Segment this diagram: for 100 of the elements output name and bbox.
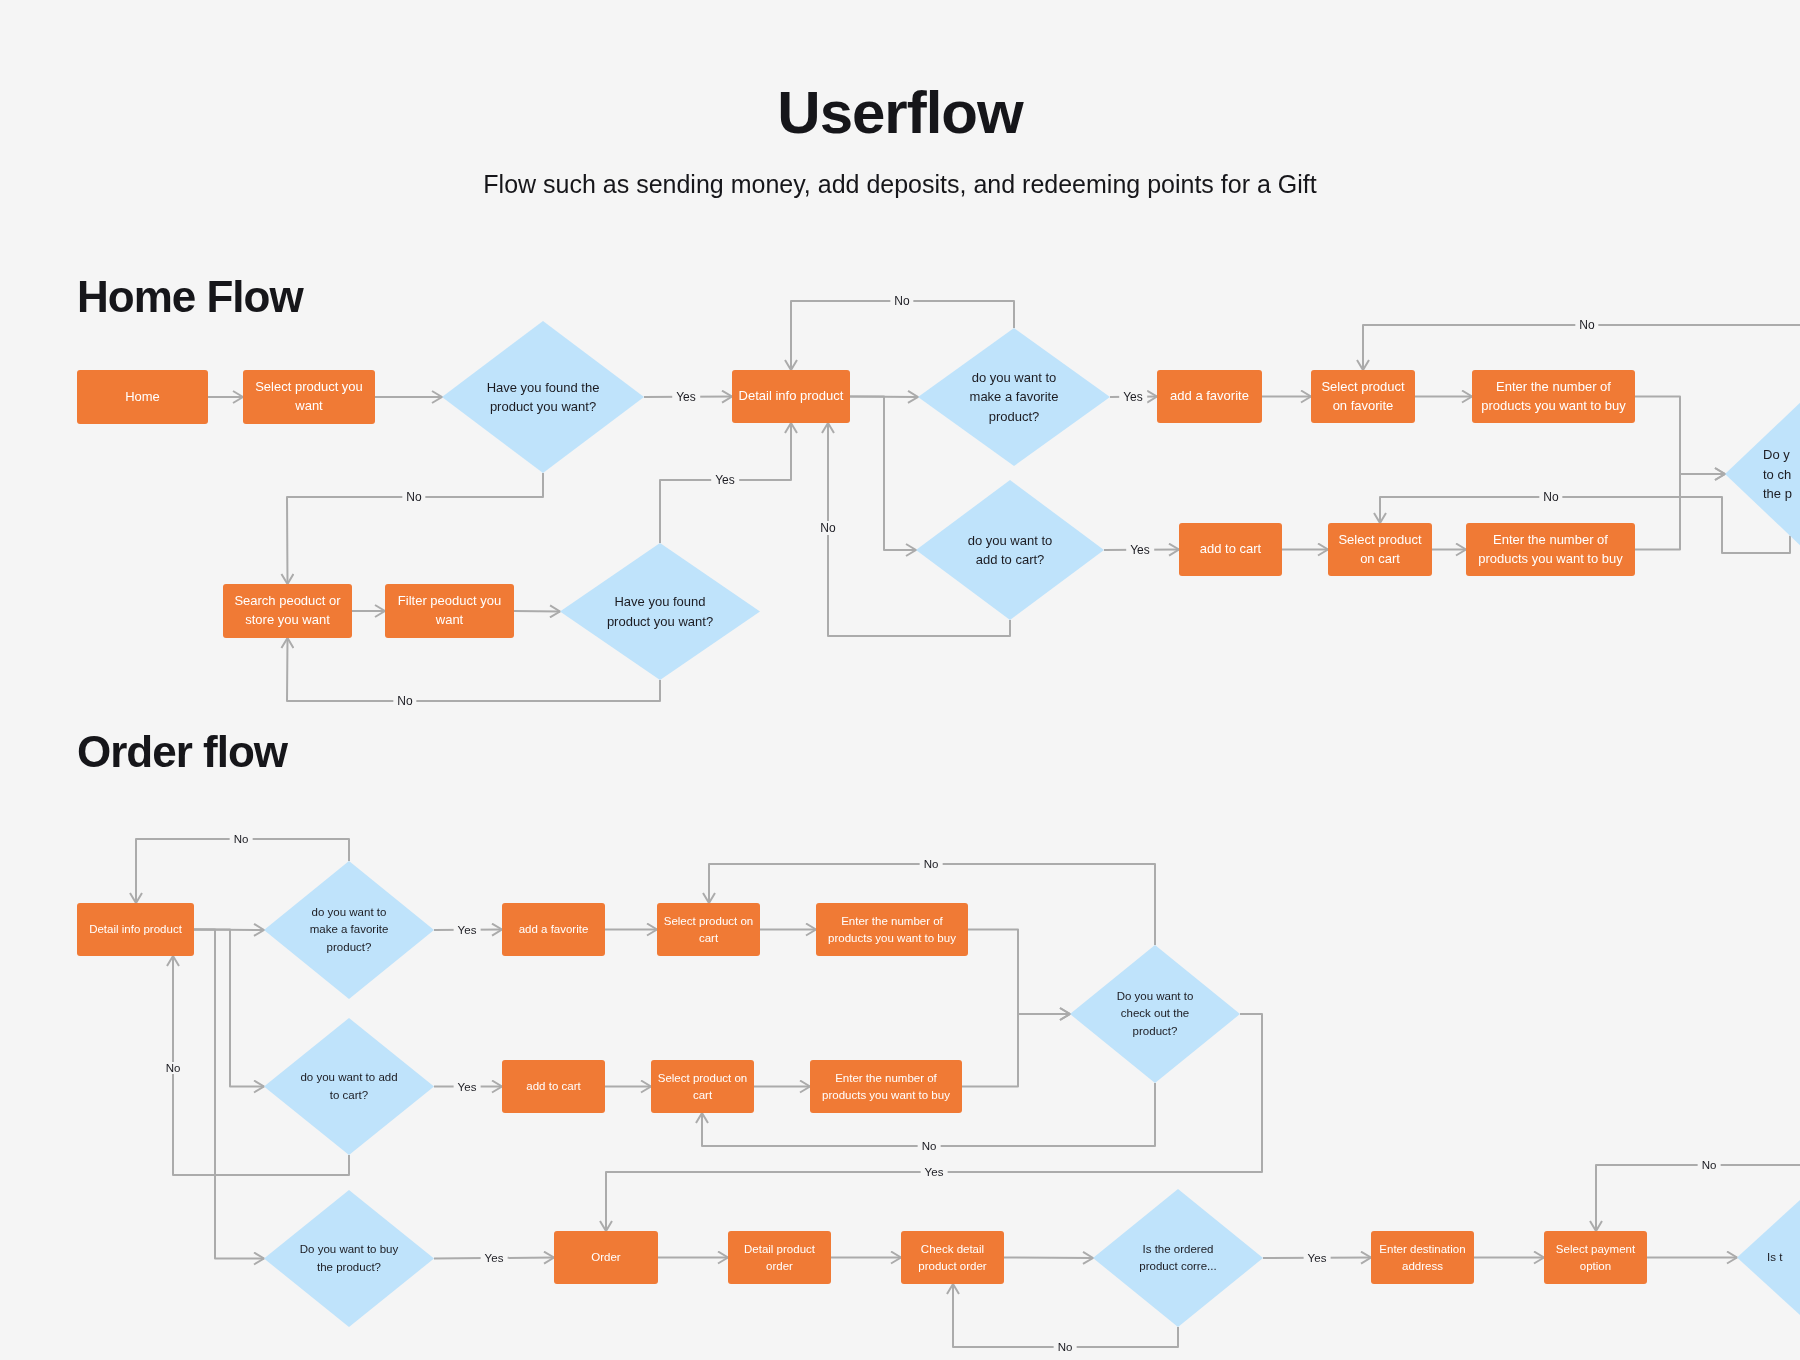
decision-diamond	[1093, 1189, 1263, 1327]
process-box: Enter the number of products you want to buy	[1466, 523, 1635, 576]
connector-arrow	[961, 1007, 1071, 1088]
edge-label: No	[917, 1140, 941, 1152]
process-box: add a favorite	[1157, 370, 1262, 423]
connector-arrow	[280, 472, 544, 585]
connector-arrow	[946, 1283, 1179, 1348]
connector-arrow	[659, 422, 798, 544]
connector-arrow	[374, 390, 443, 404]
edge-label: Yes	[453, 924, 481, 936]
connector-arrow	[604, 1079, 652, 1094]
edge-label: No	[229, 833, 253, 845]
process-box: Select product on favorite	[1311, 370, 1415, 423]
connector-arrow	[1634, 467, 1726, 551]
connector-arrow	[695, 1082, 1156, 1147]
process-box: Enter the number of products you want to buy	[816, 903, 968, 956]
connector-arrow	[193, 928, 265, 1266]
connector-arrow	[166, 955, 350, 1176]
process-box: Select product on cart	[1328, 523, 1432, 576]
connector-arrow	[1646, 1250, 1738, 1265]
connector-arrow	[604, 922, 658, 937]
connector-arrow	[207, 390, 244, 404]
edge-label: Yes	[711, 473, 739, 487]
process-box: Select payment option	[1544, 1231, 1647, 1284]
edge-label: No	[1539, 490, 1563, 504]
process-box: Select product on cart	[657, 903, 760, 956]
connector-arrow	[759, 922, 817, 937]
process-box: Order	[554, 1231, 658, 1284]
process-box: Detail info product	[732, 370, 850, 423]
connector-arrow	[1414, 389, 1473, 404]
connector-arrow	[753, 1079, 811, 1094]
decision-text: do you want to make a favorite product?	[308, 905, 390, 955]
decision-text: Have you found the product you want?	[485, 378, 601, 416]
edge-label: No	[1697, 1159, 1721, 1171]
title: Userflow	[776, 78, 1025, 147]
connector-arrow	[351, 604, 386, 618]
connector-arrow	[513, 604, 561, 619]
process-box: Filter peoduct you want	[385, 584, 514, 638]
process-box: Search peoduct or store you want	[223, 584, 352, 638]
process-box: Enter the number of products you want to buy	[1472, 370, 1635, 423]
section-heading: Order flow	[77, 727, 288, 777]
section-heading: Home Flow	[77, 272, 303, 322]
connector-arrow	[784, 300, 1015, 371]
edge-label: Yes	[1126, 542, 1154, 557]
edge-label: Yes	[1119, 390, 1147, 404]
process-box: add to cart	[1179, 523, 1282, 576]
connector-arrow	[1431, 542, 1467, 557]
connector-arrow	[821, 422, 1011, 637]
connector-arrow	[1589, 1164, 1800, 1232]
edge-label: No	[1053, 1341, 1077, 1353]
connector-arrow	[830, 1250, 902, 1265]
connector-arrow	[599, 1013, 1263, 1232]
connector-arrow	[1373, 496, 1791, 554]
process-box: Check detail product order	[901, 1231, 1004, 1284]
connector-arrow	[702, 863, 1156, 946]
edge-label: No	[1575, 318, 1599, 332]
decision-diamond	[916, 480, 1104, 620]
connector-arrow	[129, 838, 350, 904]
decision-text: do you want to add to cart?	[299, 1070, 399, 1103]
decision-diamond	[264, 1190, 434, 1327]
edge-label: Yes	[480, 1252, 508, 1264]
edge-label: No	[393, 694, 417, 708]
decision-text: Do you want to check out the product?	[1115, 989, 1195, 1039]
decision-diamond	[264, 1018, 434, 1155]
decision-text: Do y to ch the p	[1763, 445, 1793, 503]
subtitle: Flow such as sending money, add deposits, and redeeming points for a Gift	[482, 170, 1318, 199]
edge-label: Yes	[672, 390, 700, 404]
edge-label: Yes	[1303, 1252, 1331, 1264]
decision-diamond	[1070, 945, 1240, 1083]
process-box: Enter the number of products you want to buy	[810, 1060, 962, 1113]
connector-arrow	[1281, 542, 1329, 557]
process-box: add to cart	[502, 1060, 605, 1113]
decision-diamond	[442, 321, 644, 473]
edge-label: No	[919, 858, 943, 870]
decision-text: Is the ordered product corre...	[1138, 1241, 1218, 1274]
edge-label: Yes	[453, 1080, 481, 1093]
decision-text: do you want to make a favorite product?	[968, 368, 1060, 426]
connector-arrow	[1003, 1250, 1094, 1265]
connector-arrow	[849, 395, 917, 557]
decision-text: Is t	[1767, 1249, 1784, 1265]
connector-arrow	[1261, 389, 1312, 404]
decision-text: Do you want to buy the product?	[299, 1242, 399, 1275]
process-box: add a favorite	[502, 903, 605, 956]
process-box: Select product on cart	[651, 1060, 754, 1113]
connector-arrow	[280, 637, 661, 702]
decision-diamond	[264, 861, 434, 999]
decision-text: do you want to add to cart?	[966, 531, 1054, 569]
process-box: Home	[77, 370, 208, 424]
connector-arrow	[657, 1250, 729, 1265]
connector-arrow	[1473, 1250, 1545, 1265]
decision-text: Have you found product you want?	[605, 593, 715, 631]
process-box: Detail product order	[728, 1231, 831, 1284]
process-box: Enter destination address	[1371, 1231, 1474, 1284]
process-box: Detail info product	[77, 903, 194, 956]
edge-label: Yes	[920, 1166, 948, 1178]
edge-label: No	[890, 294, 914, 308]
decision-diamond	[560, 543, 760, 680]
edge-label: No	[402, 490, 426, 504]
process-box: Select product you want	[243, 370, 375, 424]
decision-diamond	[918, 328, 1110, 466]
